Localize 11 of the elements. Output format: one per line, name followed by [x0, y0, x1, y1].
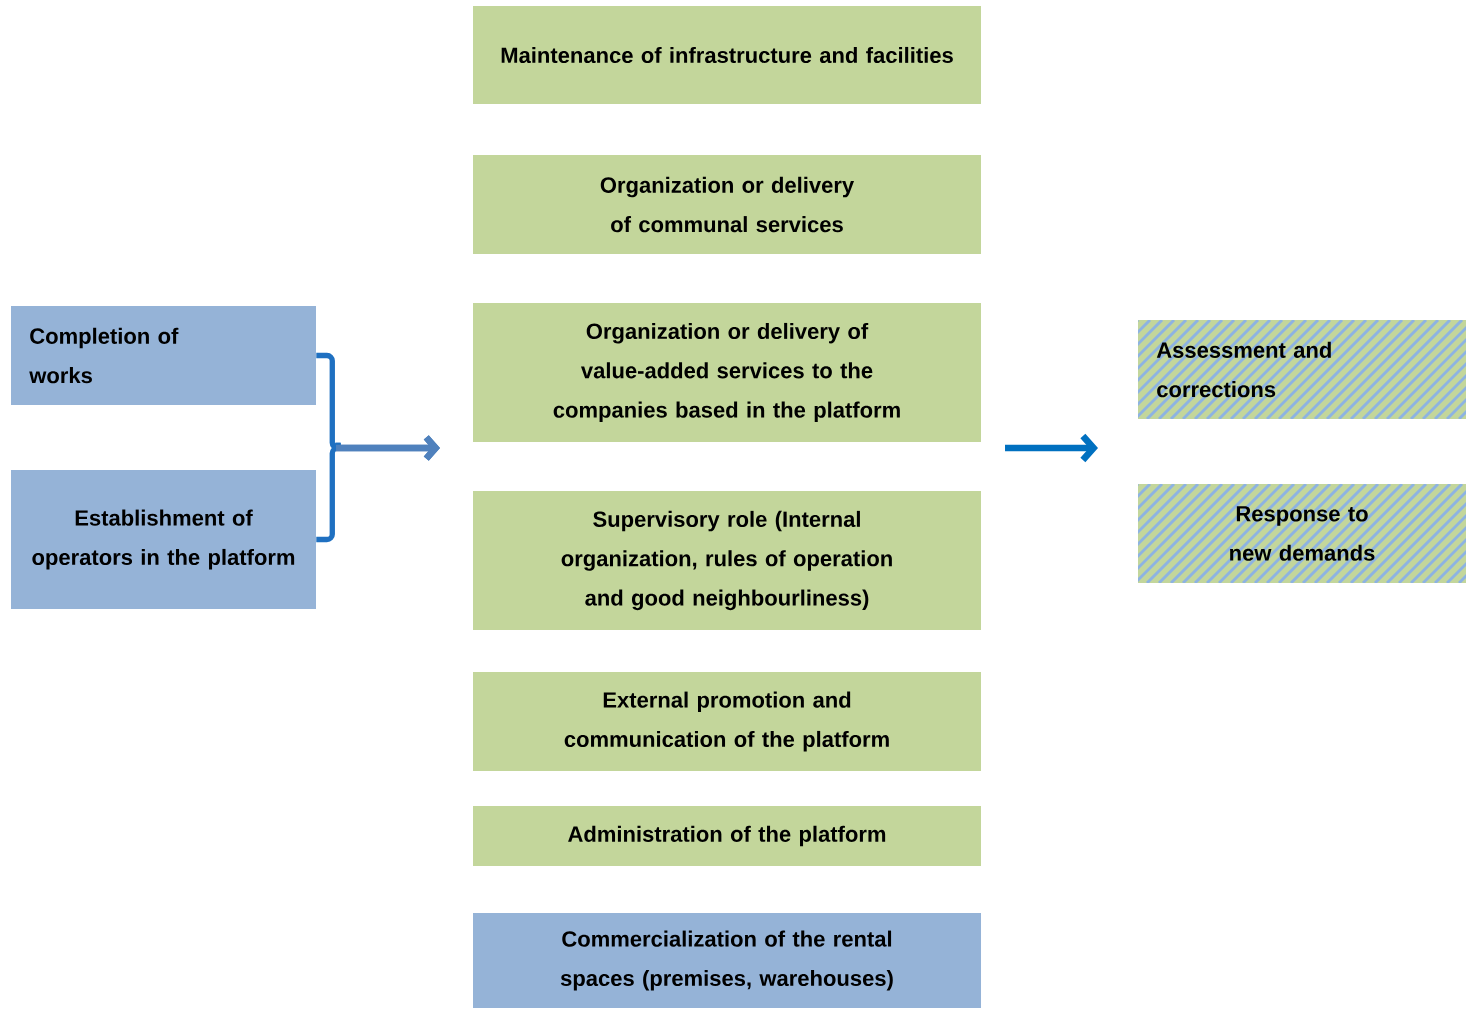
process-box: Administration of the platform — [473, 806, 981, 866]
hatched-box: Response to new demands — [1138, 484, 1466, 583]
process-box: Establishment of operators in the platform — [11, 470, 316, 609]
process-box: Maintenance of infrastructure and facilities — [473, 6, 981, 104]
process-box: Supervisory role (Internal organization, rules of operation and good neighbourliness) — [473, 491, 981, 630]
process-box: External promotion and communication of the platform — [473, 672, 981, 771]
process-box: Organization or delivery of value-added services to the companies based in the platform — [473, 303, 981, 442]
process-box: Commercialization of the rental spaces (premises, warehouses) — [473, 913, 981, 1008]
process-box: Organization or delivery of communal services — [473, 155, 981, 254]
process-box: Completion of works — [11, 306, 316, 405]
hatched-box: Assessment and corrections — [1138, 320, 1466, 419]
